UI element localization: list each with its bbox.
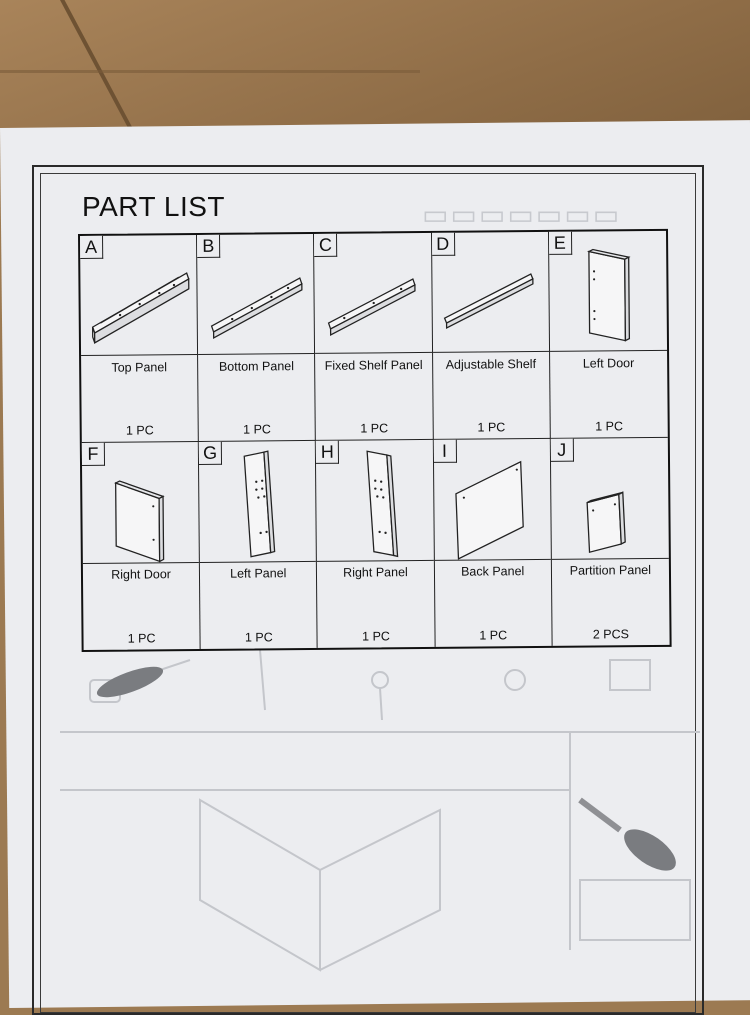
part-image-area xyxy=(316,439,434,562)
bottom-panel-drawing-icon xyxy=(211,277,303,339)
cardboard-crease xyxy=(60,0,134,133)
top-panel-drawing-icon xyxy=(91,272,190,344)
part-letter: B xyxy=(197,234,221,258)
part-quantity: 1 PC xyxy=(360,421,389,436)
part-name: Back Panel xyxy=(460,564,525,579)
left-panel-drawing-icon xyxy=(243,450,276,558)
part-name: Top Panel xyxy=(111,359,168,375)
part-name: Right Panel xyxy=(343,565,408,580)
part-quantity: 1 PC xyxy=(244,630,273,645)
part-list-table: A Top Panel 1 PC B Bottom Panel 1 PC xyxy=(78,228,672,652)
part-cell-c: C Fixed Shelf Panel 1 PC xyxy=(314,232,434,441)
part-cell-e: E Left Door 1 PC xyxy=(548,230,668,439)
right-panel-drawing-icon xyxy=(366,450,399,558)
part-letter: I xyxy=(433,439,457,463)
page-title: PART LIST xyxy=(82,191,225,222)
part-quantity: 1 PC xyxy=(595,419,624,434)
part-letter: G xyxy=(199,441,223,465)
part-name: Left Panel xyxy=(230,566,287,581)
part-letter: A xyxy=(80,235,104,259)
left-door-drawing-icon xyxy=(586,248,631,342)
part-cell-a: A Top Panel 1 PC xyxy=(80,234,200,443)
part-quantity: 2 PCS xyxy=(592,627,630,642)
part-quantity: 1 PC xyxy=(479,628,508,643)
part-letter: J xyxy=(550,438,574,462)
part-image-area xyxy=(431,231,549,354)
part-image-area xyxy=(80,234,198,357)
part-name: Right Door xyxy=(111,567,172,582)
part-cell-h: H Right Panel 1 PC xyxy=(316,439,436,648)
part-name: Fixed Shelf Panel xyxy=(324,357,423,373)
part-image-area xyxy=(433,438,551,561)
part-letter: H xyxy=(316,440,340,464)
part-image-area xyxy=(548,230,668,353)
back-panel-drawing-icon xyxy=(454,460,524,560)
adjustable-shelf-drawing-icon xyxy=(443,273,534,330)
fixed-shelf-drawing-icon xyxy=(328,278,417,336)
part-name: Left Door xyxy=(582,355,635,371)
part-quantity: 1 PC xyxy=(362,629,390,644)
cardboard-seam xyxy=(0,70,420,73)
right-door-drawing-icon xyxy=(114,480,165,563)
part-cell-b: B Bottom Panel 1 PC xyxy=(197,233,317,442)
part-cell-f: F Right Door 1 PC xyxy=(81,441,201,650)
part-letter: F xyxy=(81,442,106,466)
part-quantity: 1 PC xyxy=(243,422,271,437)
part-cell-j: J Partition Panel 2 PCS xyxy=(550,437,670,646)
part-letter: E xyxy=(548,231,572,255)
part-cell-g: G Left Panel 1 PC xyxy=(199,440,319,649)
part-image-area xyxy=(314,232,432,355)
part-quantity: 1 PC xyxy=(127,631,156,646)
part-letter: D xyxy=(431,232,455,256)
part-image-area xyxy=(81,441,200,565)
part-image-area xyxy=(197,233,315,356)
part-cell-i: I Back Panel 1 PC xyxy=(433,438,553,647)
part-quantity: 1 PC xyxy=(125,423,154,438)
part-name: Adjustable Shelf xyxy=(445,356,537,372)
show-through-sketch xyxy=(60,650,700,972)
part-quantity: 1 PC xyxy=(477,420,506,435)
part-image-area xyxy=(199,440,317,563)
part-name: Partition Panel xyxy=(569,563,652,578)
part-image-area xyxy=(550,437,669,560)
partition-panel-drawing-icon xyxy=(586,491,626,554)
part-cell-d: D Adjustable Shelf 1 PC xyxy=(431,231,551,440)
part-letter: C xyxy=(314,233,338,257)
part-name: Bottom Panel xyxy=(218,358,295,374)
show-through-heading: ▭▭▭▭▭▭▭ xyxy=(420,199,620,230)
